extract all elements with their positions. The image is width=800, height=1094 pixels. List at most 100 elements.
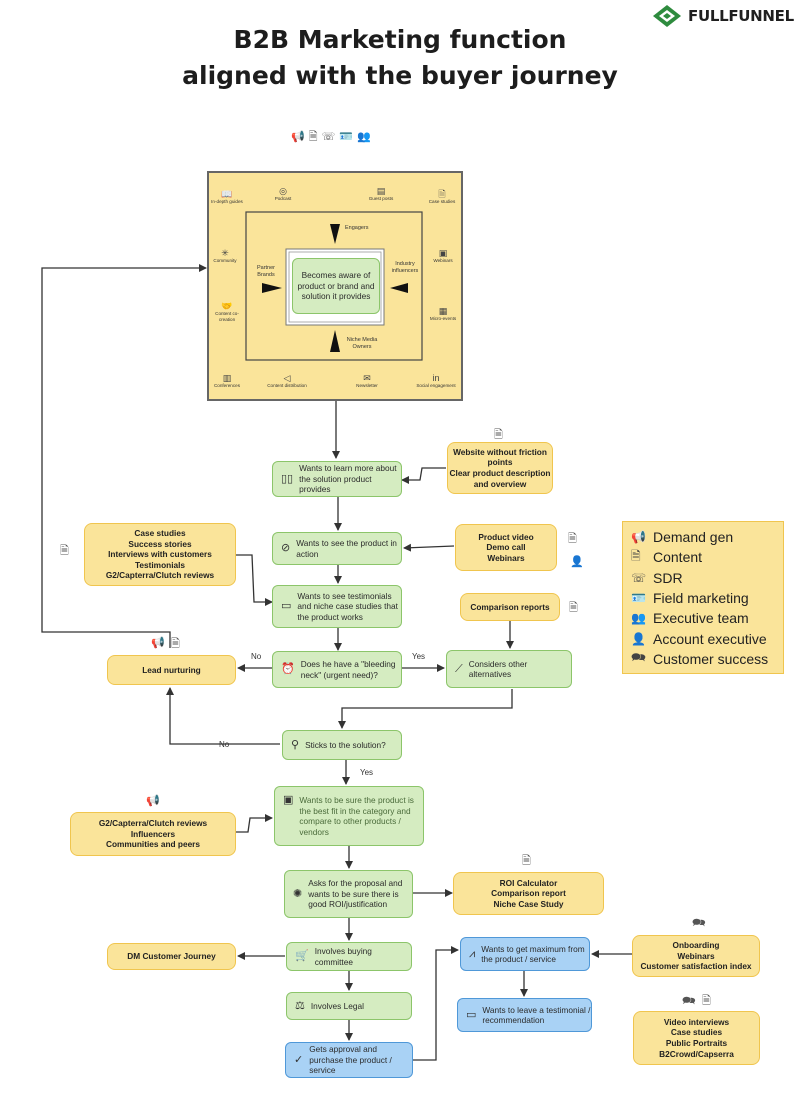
person-check-icon: ⚲ <box>291 738 300 751</box>
megaphone-icon: 📢 <box>146 795 160 807</box>
label-yes-sticks: Yes <box>360 768 374 777</box>
note-lead-nurturing: Lead nurturing <box>107 655 236 685</box>
id-card-icon: 🪪 <box>339 131 358 143</box>
person-icon: 👤 <box>631 631 646 646</box>
case-study-icon: 🗎 <box>438 189 446 199</box>
awareness-item-conferences: ▥Conferences <box>210 373 244 389</box>
industry-influencers-label: Industry influencers <box>391 261 419 274</box>
legend-item-executive-team: 👥Executive team <box>631 610 749 627</box>
legend-item-account-executive: 👤Account executive <box>631 630 767 647</box>
document-icon: 🗎 <box>631 548 641 563</box>
step-best-fit: ▣Wants to be sure the product is the bes… <box>274 786 424 846</box>
id-card-icon: ▭ <box>281 600 292 612</box>
label-no-urgent: No <box>251 652 262 661</box>
bookmark-icon: ▣ <box>283 794 294 806</box>
id-card-icon: 🪪 <box>631 591 646 606</box>
step-legal: ⚖Involves Legal <box>286 992 412 1020</box>
podcast-icon: ◎ <box>279 186 287 196</box>
step-testimonial-rec: ▭Wants to leave a testimonial / recommen… <box>457 998 592 1032</box>
awareness-item-guest-posts: ▤Guest posts <box>364 186 398 202</box>
niche-media-owners-label: Niche Media Owners <box>346 337 378 350</box>
top-icons: 📢🗎☏🪪👥 <box>291 128 375 147</box>
compass-icon: ⊘ <box>281 542 291 554</box>
document-icon: 🗎 <box>568 533 577 545</box>
partner-brands-label: Partner Brands <box>256 265 276 278</box>
awareness-item-community: ✳Community <box>210 248 240 264</box>
awareness-item-co-creation: 🤝Content co-creation <box>210 301 244 322</box>
post-icon: ▤ <box>376 186 386 196</box>
awareness-item-newsletter: ✉Newsletter <box>350 373 384 389</box>
awareness-item-case-studies: 🗎Case studies <box>426 189 458 205</box>
distribution-icon: ◁ <box>283 373 291 383</box>
alarm-icon: ⏰ <box>281 663 295 675</box>
step-buying-committee: 🛒Involves buying committee <box>286 942 412 971</box>
idea-icon: ✺ <box>293 887 303 900</box>
megaphone-icon: 📢 <box>291 131 309 143</box>
title-line-2: aligned with the buyer journey <box>182 61 618 90</box>
support-icon: 🗪 <box>692 917 706 929</box>
step-sticks: ⚲Sticks to the solution? <box>282 730 402 760</box>
legend-item-sdr: ☏SDR <box>631 569 683 586</box>
document-icon: 🗎 <box>569 602 578 614</box>
team-icon: 👥 <box>357 131 375 143</box>
document-icon: 🗎 <box>522 855 531 867</box>
note-dm-journey: DM Customer Journey <box>107 943 236 970</box>
title-line-1: B2B Marketing function <box>233 25 567 54</box>
chart-icon: ⟋ <box>455 662 463 675</box>
awareness-item-webinars: ▣Webinars <box>428 248 458 264</box>
support-icon: 🗪 <box>682 995 696 1007</box>
community-icon: ✳ <box>221 248 229 258</box>
calendar-icon: ▦ <box>438 306 448 316</box>
legend-item-field-marketing: 🪪Field marketing <box>631 590 749 607</box>
check-circle-icon: ✓ <box>294 1053 304 1066</box>
scale-icon: ⚖ <box>295 999 305 1012</box>
conference-icon: ▥ <box>222 373 232 383</box>
step-proposal: ✺Asks for the proposal and wants to be s… <box>284 870 413 918</box>
webinar-icon: ▣ <box>438 248 448 258</box>
step-testimonials: ▭Wants to see testimonials and niche cas… <box>272 585 402 628</box>
phone-icon: ☏ <box>321 131 340 143</box>
page-title: B2B Marketing function aligned with the … <box>0 22 800 94</box>
step-approval: ✓Gets approval and purchase the product … <box>285 1042 413 1078</box>
aware-center-box: Becomes aware of product or brand and so… <box>292 258 380 314</box>
phone-icon: ☏ <box>631 570 647 585</box>
growth-icon: ⩘ <box>469 947 476 960</box>
megaphone-icon: 📢 <box>631 530 646 545</box>
step-maximum: ⩘Wants to get maximum from the product /… <box>460 937 590 971</box>
book-icon: 📖 <box>221 189 233 199</box>
step-learn-more: ▯▯Wants to learn more about the solution… <box>272 461 402 497</box>
logo-text: FULLFUNNEL <box>688 7 794 25</box>
awareness-item-distribution: ◁Content distribution <box>264 373 310 389</box>
awareness-item-guides: 📖In-depth guides <box>211 189 243 204</box>
awareness-item-podcast: ◎Podcast <box>268 186 298 202</box>
step-see-in-action: ⊘Wants to see the product in action <box>272 532 402 565</box>
support-icon: 🗪 <box>631 650 646 665</box>
document-icon: 🗎 <box>171 638 180 650</box>
document-icon: 🗎 <box>60 545 69 557</box>
megaphone-icon: 📢 <box>151 637 165 649</box>
step-alternatives: ⟋Considers other alternatives <box>446 650 572 688</box>
label-yes-urgent: Yes <box>412 652 426 661</box>
fullfunnel-logo: FULLFUNNEL <box>652 2 794 30</box>
note-comparison: Comparison reports <box>460 593 560 621</box>
legend-item-demand-gen: 📢Demand gen <box>631 529 734 546</box>
book-open-icon: ▯▯ <box>281 472 294 485</box>
id-card-icon: ▭ <box>466 1008 477 1021</box>
legend-item-content: 🗎Content <box>631 547 783 567</box>
awareness-item-micro-events: ▦Micro-events <box>427 306 459 322</box>
linkedin-icon: in <box>432 373 440 383</box>
logo-mark-icon <box>653 5 681 27</box>
role-legend: 📢Demand gen 🗎Content ☏SDR 🪪Field marketi… <box>622 521 784 674</box>
person-icon: 👤 <box>570 556 584 568</box>
document-icon: 🗎 <box>308 131 322 143</box>
mail-icon: ✉ <box>363 373 371 383</box>
step-bleeding-neck: ⏰Does he have a "bleeding neck" (urgent … <box>272 651 402 688</box>
